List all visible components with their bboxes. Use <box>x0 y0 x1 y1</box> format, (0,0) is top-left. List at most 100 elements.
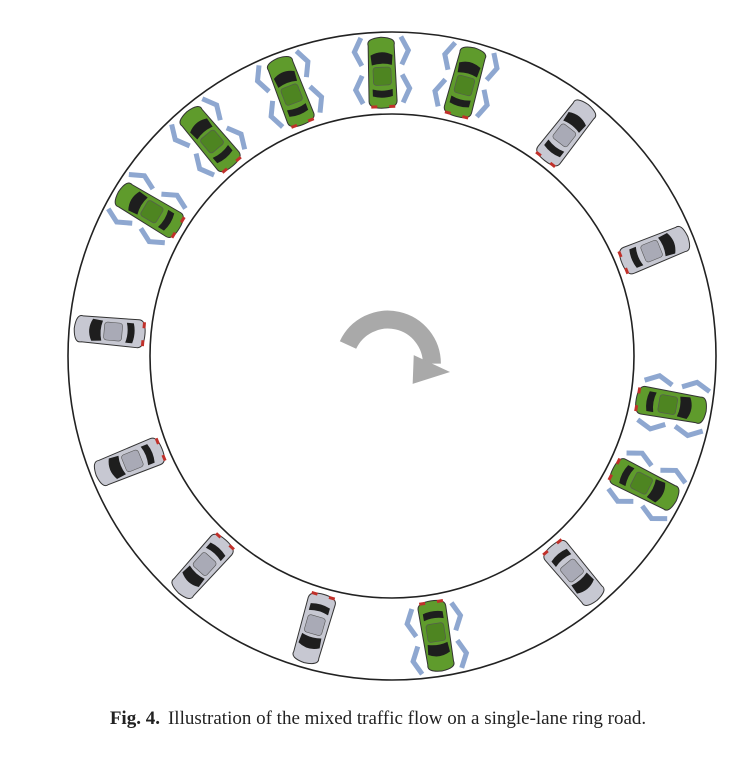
signal-left-rear <box>432 77 448 107</box>
car-roof <box>121 449 144 472</box>
car-roof <box>372 66 392 86</box>
tail-light <box>549 161 556 168</box>
tail-light <box>444 110 452 115</box>
automated-vehicle <box>404 599 470 676</box>
tail-light <box>436 599 444 603</box>
human-driven-vehicle <box>171 532 235 599</box>
human-driven-vehicle <box>73 315 147 349</box>
figure-label: Fig. 4. <box>109 708 160 729</box>
windshield <box>298 632 322 649</box>
car-roof <box>103 321 123 342</box>
human-driven-vehicle <box>535 99 597 168</box>
signal-right-rear <box>404 608 419 639</box>
windshield <box>108 455 126 479</box>
tail-light <box>607 473 613 481</box>
signal-left-front <box>351 36 365 68</box>
signal-right-front <box>640 504 668 522</box>
human-driven-vehicle <box>93 437 167 487</box>
automated-vehicle <box>606 450 688 522</box>
tail-light <box>228 544 235 551</box>
rear-window <box>629 246 644 268</box>
tail-light <box>418 601 426 606</box>
ring-road-figure <box>67 31 717 681</box>
rear-window <box>646 391 657 413</box>
signal-left-rear <box>138 227 166 246</box>
signal-left-rear <box>643 372 674 388</box>
windshield <box>273 70 298 88</box>
clockwise-direction-arrow-icon <box>339 310 451 384</box>
windshield <box>646 479 666 503</box>
windshield <box>457 61 481 78</box>
tail-light <box>634 404 639 412</box>
windshield <box>89 318 104 341</box>
rear-window <box>619 465 635 487</box>
rear-window <box>140 444 155 466</box>
rear-window <box>125 322 135 344</box>
car-roof <box>192 552 217 576</box>
tail-light <box>142 322 147 329</box>
tail-light <box>170 231 177 239</box>
car-roof <box>640 240 663 263</box>
tail-light <box>311 591 318 596</box>
rear-window <box>544 139 565 158</box>
windshield <box>676 396 692 420</box>
automated-vehicle <box>254 49 325 129</box>
car-roof <box>200 129 224 154</box>
tail-light <box>328 596 336 601</box>
signal-right-front <box>294 49 311 78</box>
cars-layer <box>73 35 712 676</box>
rear-window <box>286 103 309 117</box>
tail-light <box>371 105 378 109</box>
signal-right-front <box>673 424 704 439</box>
signal-right-rear <box>474 89 490 119</box>
car-roof <box>425 622 446 643</box>
windshield <box>427 641 450 657</box>
tail-light <box>307 117 315 123</box>
signal-right-rear <box>225 125 248 150</box>
tail-light <box>221 167 229 174</box>
windshield <box>571 572 594 594</box>
signal-right-front <box>128 172 155 191</box>
windshield <box>658 233 676 257</box>
caption-text: Illustration of the mixed traffic flow o… <box>167 708 647 729</box>
rear-window <box>308 603 330 616</box>
automated-vehicle <box>106 172 188 246</box>
tail-light <box>542 549 549 557</box>
tail-light <box>617 250 623 258</box>
car-roof <box>140 200 164 224</box>
tail-light <box>235 155 242 163</box>
signal-left-front <box>681 379 712 394</box>
car-roof <box>657 394 678 415</box>
rear-window <box>157 209 175 231</box>
signal-right-rear <box>636 417 666 432</box>
automated-vehicle <box>634 372 712 439</box>
signal-right-rear <box>606 487 634 504</box>
signal-left-rear <box>626 450 654 468</box>
signal-right-rear <box>308 84 325 113</box>
rear-window <box>205 542 226 562</box>
tail-light <box>179 216 186 224</box>
car-roof <box>304 614 326 636</box>
automated-vehicle <box>432 40 500 120</box>
figure-caption: Fig. 4. Illustration of the mixed traffic… <box>0 708 756 730</box>
tail-light <box>154 437 160 445</box>
tail-light <box>290 123 298 129</box>
windshield <box>128 191 148 215</box>
tail-light <box>140 340 145 347</box>
signal-left-rear <box>449 601 464 632</box>
arrow-arc <box>339 310 441 365</box>
rear-window <box>212 145 233 164</box>
car-roof <box>280 83 303 106</box>
tail-light <box>555 538 563 545</box>
inner-road-edge <box>149 113 635 599</box>
signal-left-front <box>442 40 458 71</box>
signal-right-front <box>410 645 425 676</box>
windshield <box>370 52 393 66</box>
tail-light <box>389 104 396 108</box>
human-driven-vehicle <box>292 591 336 665</box>
signal-left-front <box>660 467 688 485</box>
signal-left-front <box>169 123 191 149</box>
signal-right-front <box>201 96 223 121</box>
car-roof <box>630 471 653 495</box>
windshield <box>190 118 213 140</box>
